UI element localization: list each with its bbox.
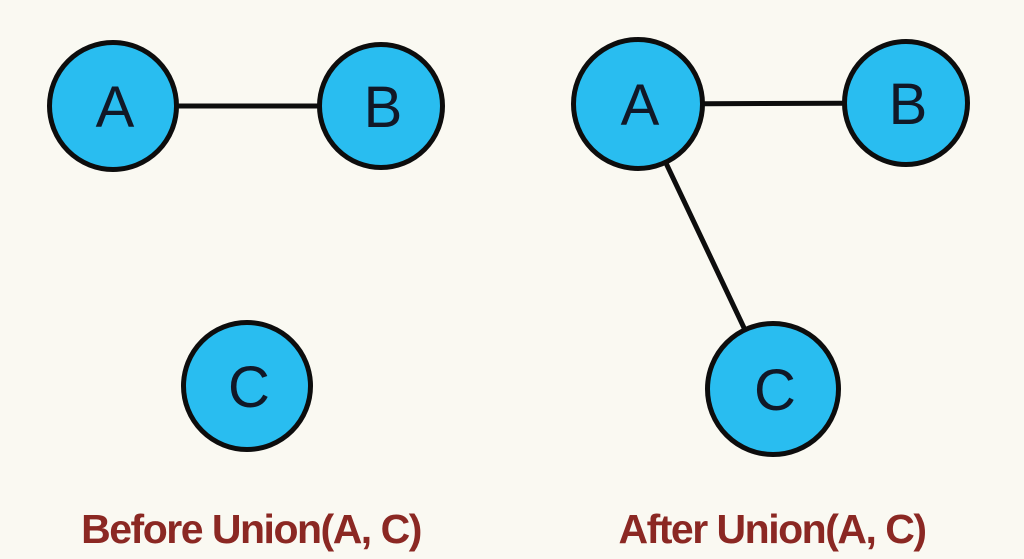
after-node-A: [571, 37, 705, 171]
after-node-A-label: A: [621, 73, 660, 138]
before-node-A: [47, 40, 179, 172]
after-node-B-label: B: [889, 72, 928, 137]
after-node-C: [705, 321, 841, 457]
after-edge-A-B: [702, 100, 845, 107]
after-edge-A-C: [664, 162, 747, 331]
before-node-C: [181, 320, 313, 452]
before-node-B: [317, 42, 445, 170]
after-node-C-label: C: [754, 358, 796, 423]
before-caption: Before Union(A, C): [81, 506, 422, 552]
before-node-B-label: B: [364, 75, 403, 140]
panel-after: A B C: [571, 37, 970, 457]
after-caption: After Union(A, C): [618, 506, 927, 552]
before-node-C-label: C: [228, 355, 270, 420]
before-node-A-label: A: [96, 75, 135, 140]
panel-before: A B C: [47, 40, 445, 452]
after-node-B: [842, 39, 970, 167]
